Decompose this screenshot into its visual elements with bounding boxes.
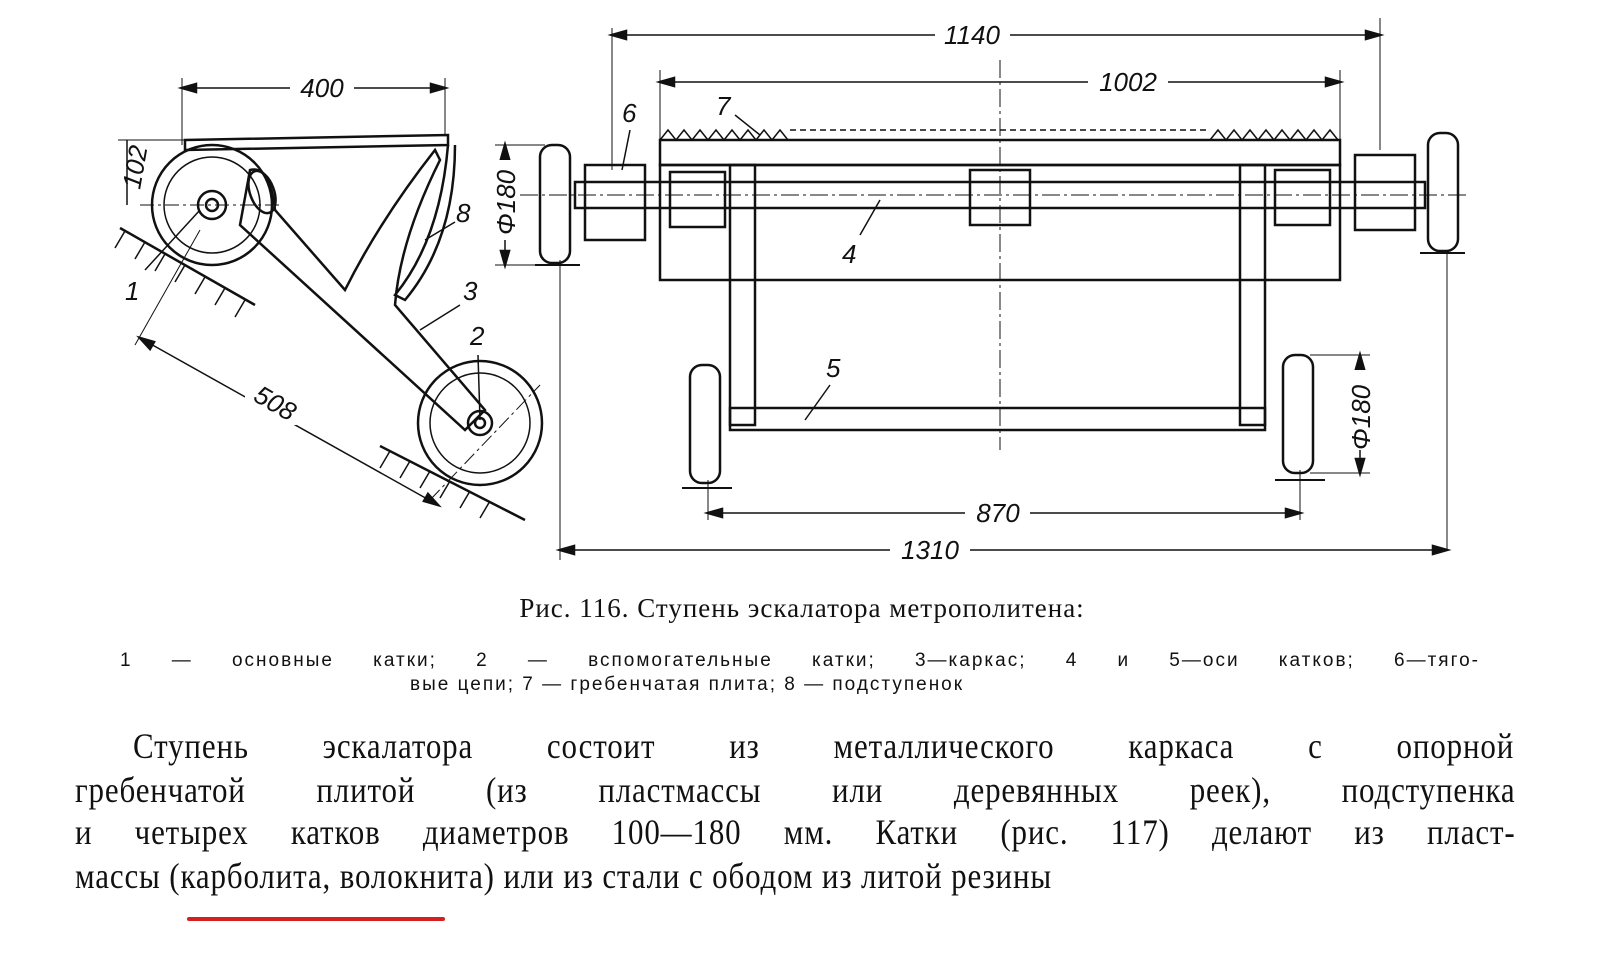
dim-400: 400 [300,73,344,103]
dim-1140: 1140 [944,20,1000,50]
comb-plate-side [183,133,450,152]
dim-1002: 1002 [1099,67,1157,97]
part-label-5: 5 [826,353,841,383]
red-highlight-underline [187,917,445,921]
part-label-8: 8 [456,198,471,228]
figure-legend-line-2: вые цепи; 7 — гребенчатая плита; 8 — под… [410,674,965,695]
slope-line-upper [119,226,256,307]
slope-line-lower [379,444,526,522]
riser [393,144,457,302]
side-view: 400 102 508 1 2 3 8 [114,73,544,522]
aux-roller [416,359,544,487]
dim-870: 870 [976,498,1020,528]
escalator-step-drawing: 400 102 508 1 2 3 8 [114,18,1470,565]
frame-leg-right [1238,163,1267,427]
traction-chain-right [1353,153,1417,232]
dim-102: 102 [116,143,153,191]
body-text-line-2: гребенчатой плитой (из пластмассы или де… [75,770,1516,810]
body-text-line-1: Ступень эскалатора состоит из металличес… [133,726,1515,766]
axle-5 [728,406,1267,432]
part-label-4: 4 [842,239,856,269]
aux-roller-right [1281,353,1315,475]
traction-chain-left [583,163,647,242]
part-label-7: 7 [716,91,732,121]
front-view: 1140 1002 1310 870 Φ180 Φ180 6 7 4 5 [491,18,1470,565]
part-label-2: 2 [469,321,485,351]
slope-hatching-upper [114,230,246,318]
frame-leg-left [728,163,757,427]
aux-roller-left [688,363,722,485]
main-roller-right [1426,131,1460,253]
dim-phi180-top: Φ180 [491,169,521,235]
main-roller-left [538,143,572,265]
dim-phi180-bottom: Φ180 [1346,384,1376,450]
part-label-6: 6 [622,98,637,128]
part-label-3: 3 [463,276,478,306]
frame [238,147,487,432]
slope-hatching-lower [379,450,491,519]
dim-1310: 1310 [901,535,959,565]
figure-caption-title: Рис. 116. Ступень эскалатора метрополите… [519,593,1085,623]
body-text-line-3: и четырех катков диаметров 100—180 мм. К… [75,812,1516,852]
body-text-line-4: массы (карболита, волокнита) или из стал… [75,856,1053,896]
figure-legend-line-1: 1 — основные катки; 2 — вспомогательные … [120,650,1480,671]
part-label-1: 1 [125,276,139,306]
